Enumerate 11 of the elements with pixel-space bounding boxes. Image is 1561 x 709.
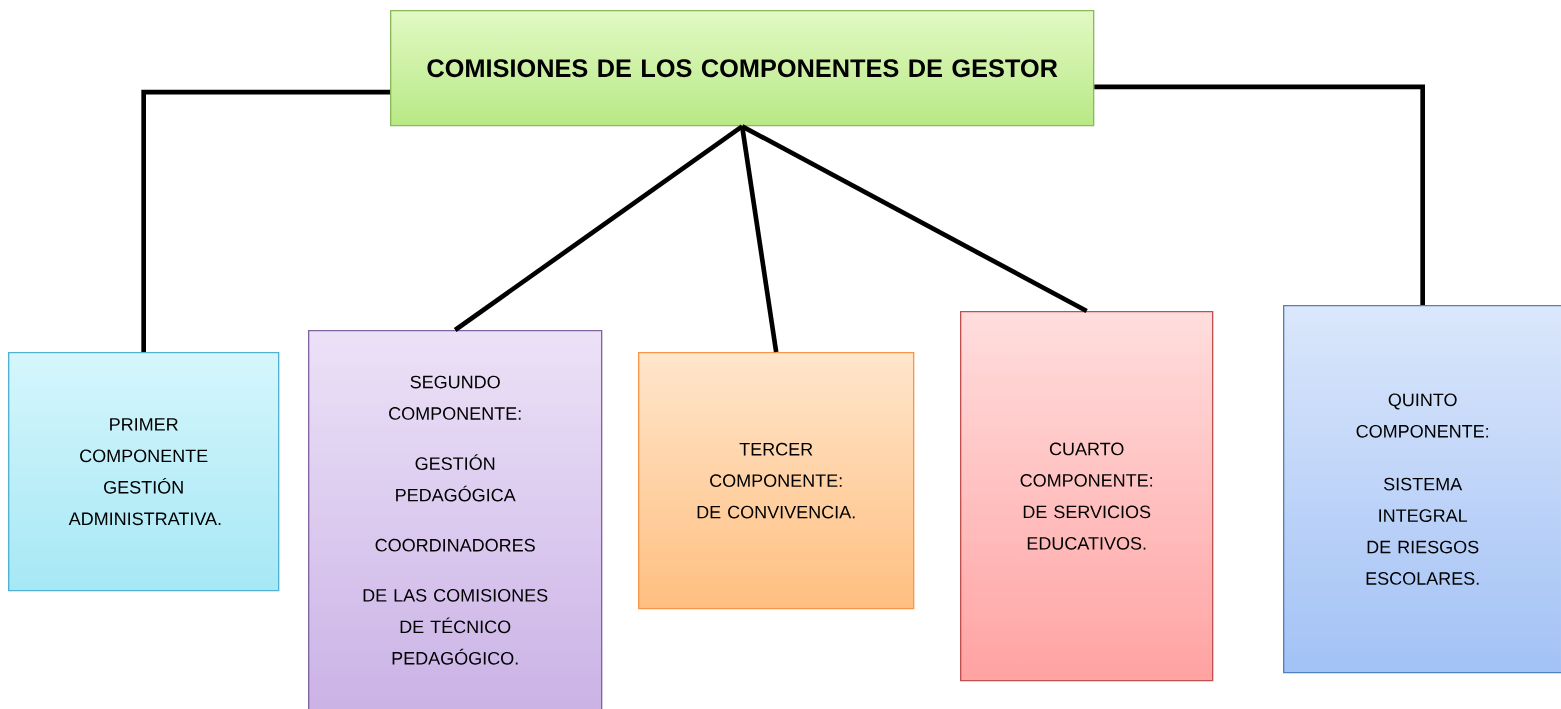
connector-line	[739, 126, 779, 353]
title-box: COMISIONES DE LOS COMPONENTES DE GESTOR	[390, 10, 1095, 127]
component-box: CUARTO COMPONENTE: DE SERVICIOS EDUCATIVOS.	[960, 311, 1214, 682]
connector-line	[453, 124, 744, 332]
component-box: QUINTO COMPONENTE: SISTEMA INTEGRAL DE RIESGOS ESCOLARES.	[1283, 305, 1561, 674]
component-box: PRIMER COMPONENTE GESTIÓN ADMINISTRATIVA.	[8, 352, 280, 592]
connector-line	[1094, 84, 1425, 305]
connector-line	[741, 124, 1088, 314]
connector-line	[141, 89, 390, 352]
component-box: SEGUNDO COMPONENTE: GESTIÓN PEDAGÓGICA COORDINADORES DE LAS COMISIONES DE TÉCNICO PEDAGÓGICO.	[308, 330, 603, 709]
component-box: TERCER COMPONENTE: DE CONVIVENCIA.	[638, 352, 915, 610]
